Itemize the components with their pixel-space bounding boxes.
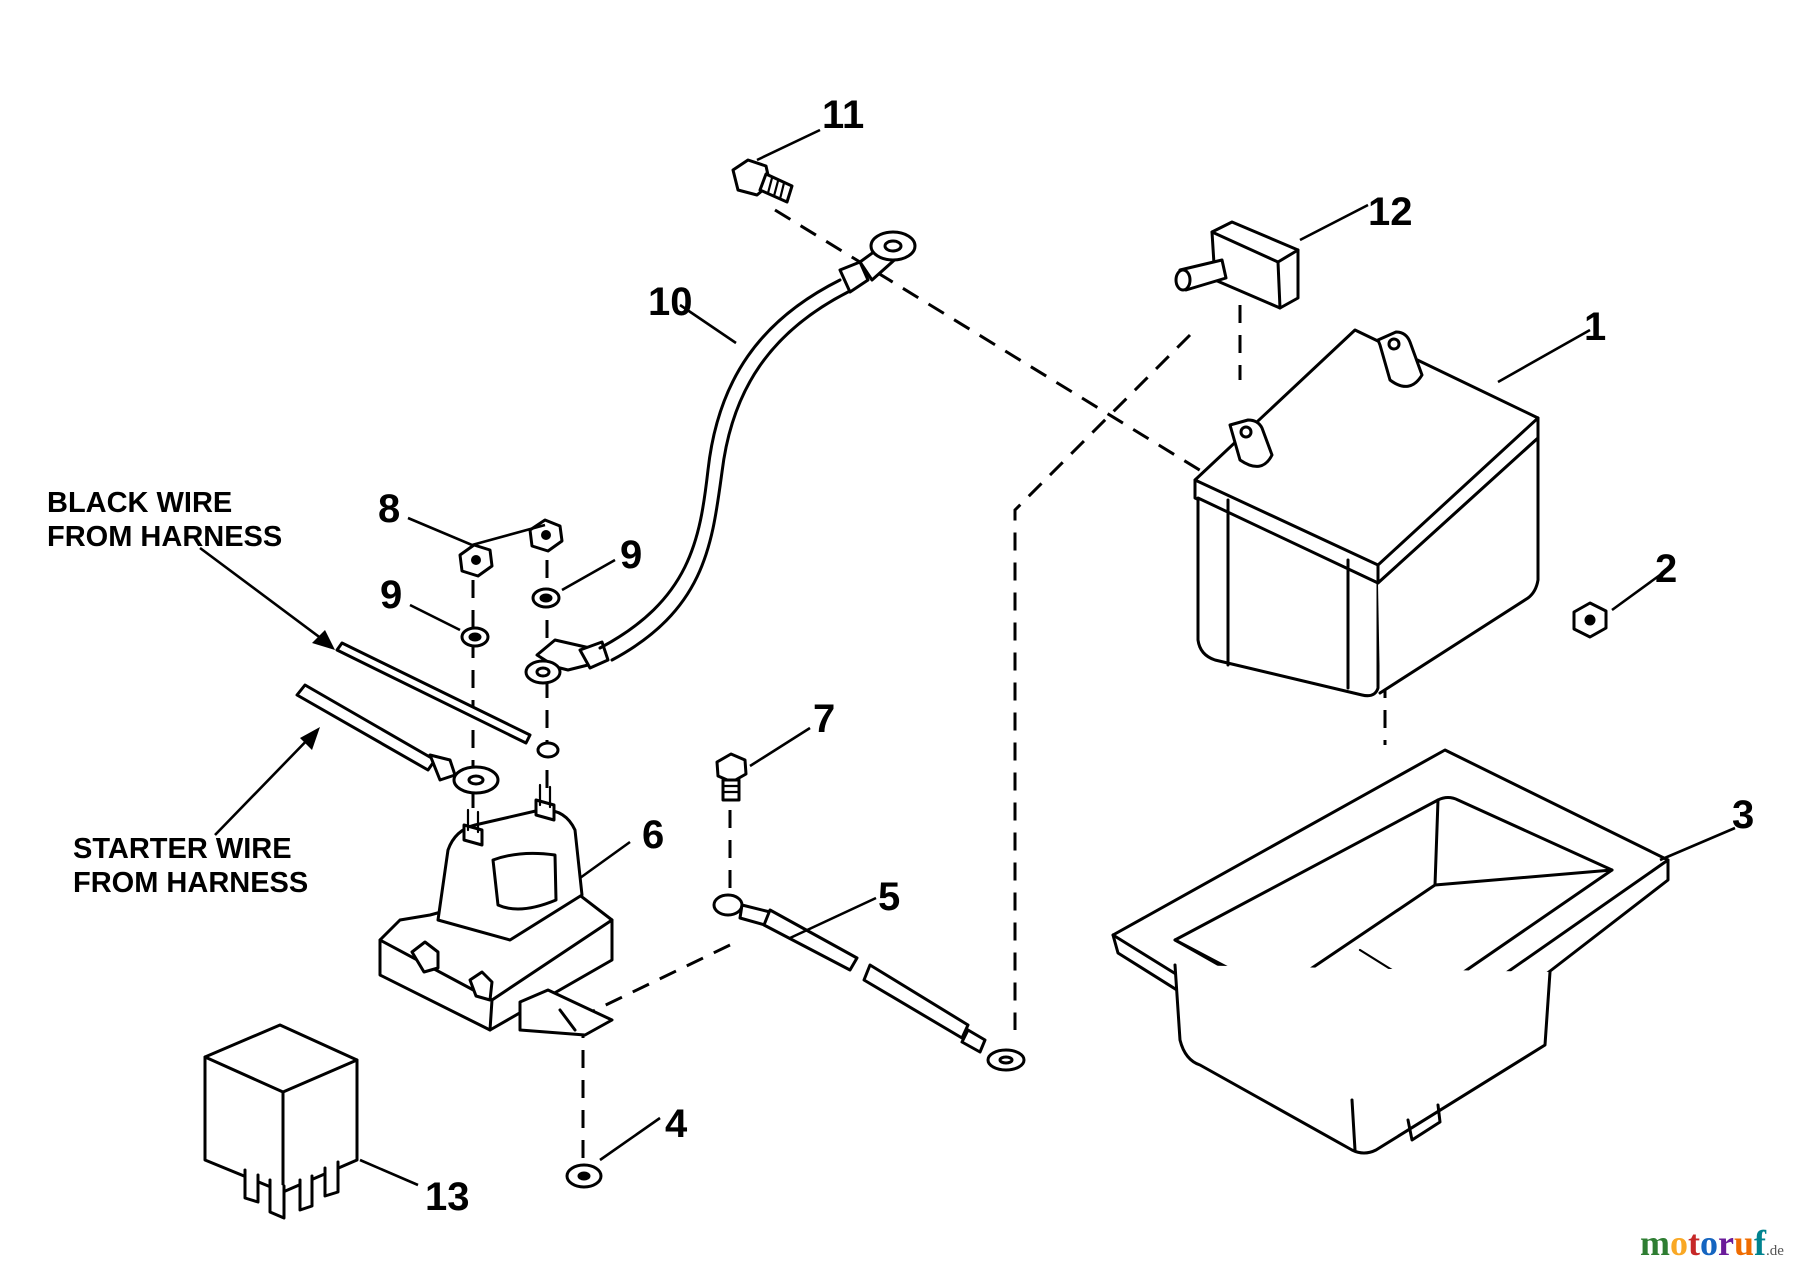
terminal-cover-part-12 bbox=[1174, 220, 1300, 310]
callout-12: 12 bbox=[1368, 190, 1413, 234]
callout-8: 8 bbox=[378, 487, 400, 531]
callout-10: 10 bbox=[648, 280, 693, 324]
ground-cable-part-5 bbox=[712, 893, 1026, 1072]
callout-9-left: 9 bbox=[380, 573, 402, 617]
callout-9-right: 9 bbox=[620, 533, 642, 577]
callout-2: 2 bbox=[1655, 547, 1677, 591]
harness-wires bbox=[295, 641, 560, 795]
callout-11: 11 bbox=[822, 93, 864, 137]
battery-tray-part-3 bbox=[1111, 748, 1670, 1155]
relay-part-13 bbox=[203, 1023, 359, 1220]
callout-5: 5 bbox=[878, 875, 900, 919]
nut-part-2 bbox=[1572, 601, 1608, 639]
black-wire-label-line1: BLACK WIRE bbox=[47, 487, 232, 519]
black-wire-label-line2: FROM HARNESS bbox=[47, 521, 282, 553]
callout-4: 4 bbox=[665, 1102, 688, 1146]
starter-wire-label-line2: FROM HARNESS bbox=[73, 867, 308, 899]
callout-6: 6 bbox=[642, 813, 664, 857]
leader-lines bbox=[199, 128, 1736, 1187]
callout-1: 1 bbox=[1584, 305, 1606, 349]
svg-text:motoruf.de: motoruf.de bbox=[1640, 1223, 1784, 1263]
washer-part-4 bbox=[565, 1163, 603, 1189]
callout-numbers: 1 2 3 4 5 6 7 8 9 9 10 11 12 13 bbox=[378, 93, 1754, 1219]
watermark-logo: motoruf.de bbox=[1640, 1223, 1784, 1263]
callout-13: 13 bbox=[425, 1175, 470, 1219]
starter-wire-label-line1: STARTER WIRE bbox=[73, 833, 292, 865]
solenoid-part-6 bbox=[378, 783, 614, 1037]
callout-7: 7 bbox=[813, 697, 835, 741]
bolt-part-11 bbox=[731, 158, 794, 204]
screw-part-7 bbox=[715, 752, 748, 802]
battery-part-1 bbox=[1193, 328, 1540, 698]
callout-3: 3 bbox=[1732, 793, 1754, 837]
wire-notes: BLACK WIRE FROM HARNESS STARTER WIRE FRO… bbox=[47, 487, 308, 899]
battery-cable-part-10 bbox=[524, 230, 917, 685]
